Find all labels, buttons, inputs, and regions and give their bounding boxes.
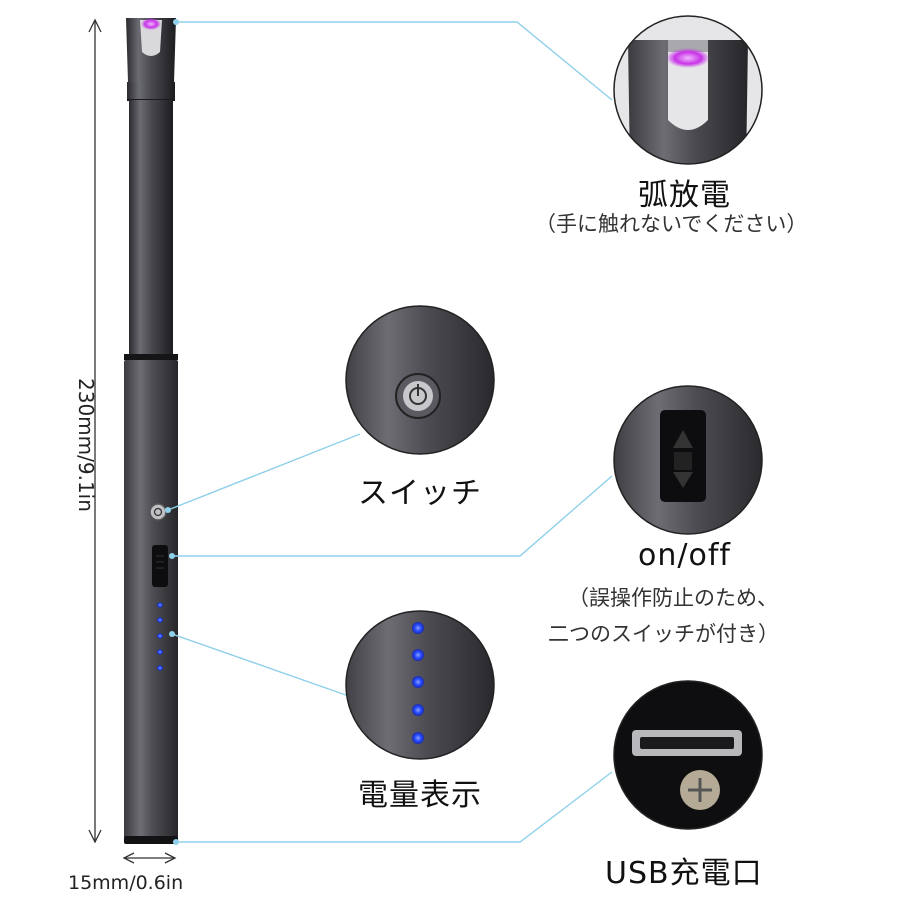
zoom-arc-tip [614,16,762,164]
lighter-handle [124,360,178,838]
onoff-note-line1: （誤操作防止のため、 [568,586,778,610]
power-button-icon [149,503,167,521]
slide-switch-icon [152,545,168,587]
height-dimension-arrow [88,18,102,844]
leader-lines [167,21,613,843]
zoom-onoff [614,386,762,534]
lighter-shaft [129,100,173,355]
electric-lighter [124,18,178,844]
onoff-title: on/off [638,538,731,573]
height-label: 230mm/9.1in [74,378,98,512]
switch-title: スイッチ [358,476,482,511]
battery-led-indicators [157,602,163,671]
zoom-switch [346,306,494,454]
zoom-battery [346,611,494,759]
width-label: 15mm/0.6in [68,872,184,894]
width-dimension-arrow [122,852,177,864]
arc-note: （手に触れないでください） [535,212,808,236]
usb-title: USB充電口 [605,856,763,891]
arc-title: 弧放電 [638,178,731,213]
onoff-note-line2: 二つのスイッチが付き） [548,622,779,646]
zoom-usb [614,681,762,829]
battery-title: 電量表示 [358,778,482,813]
arc-glow-icon [141,18,161,30]
